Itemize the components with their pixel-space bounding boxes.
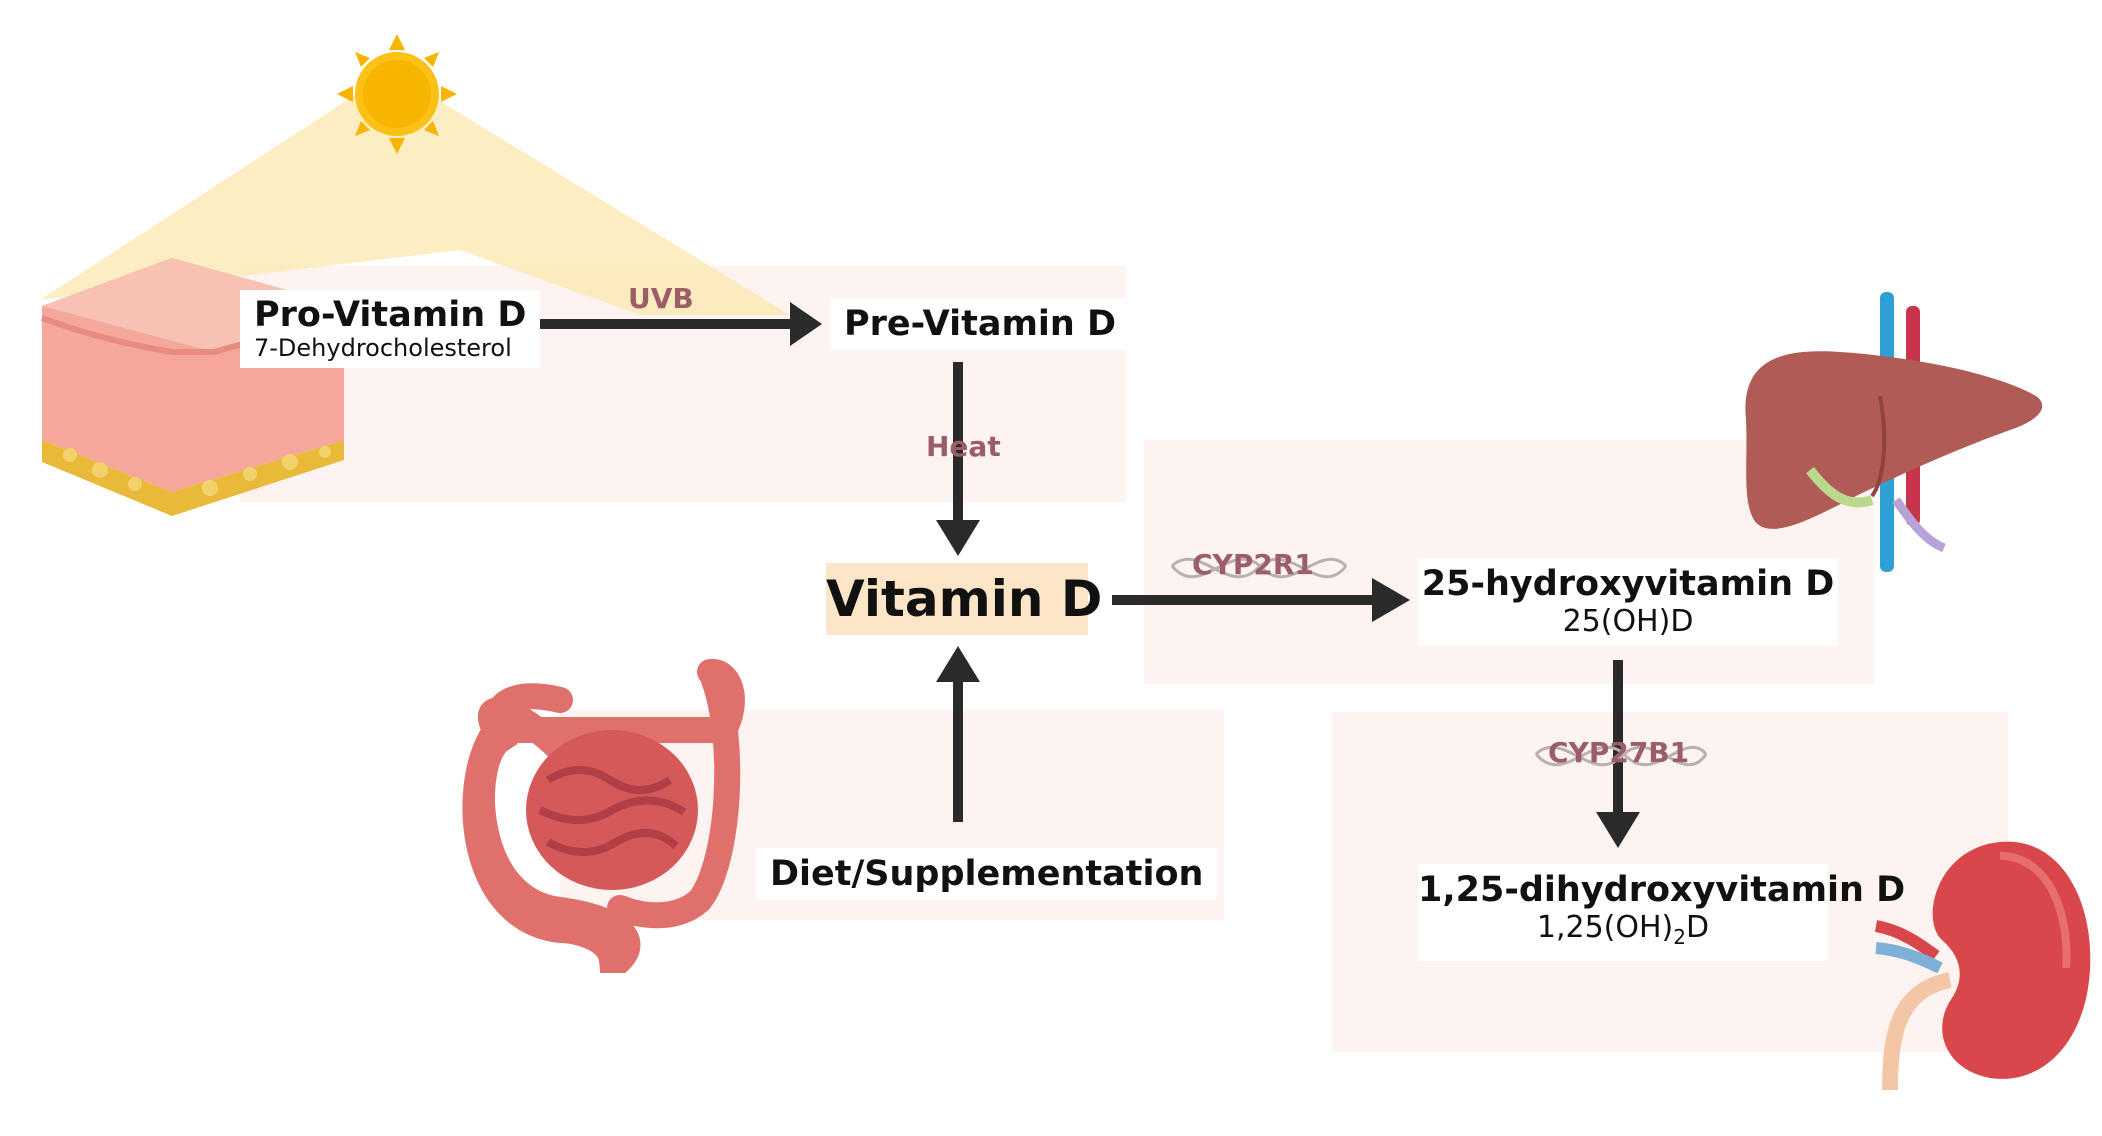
node-125oh-subtitle-subscript: 2 xyxy=(1673,925,1686,949)
node-25-hydroxyvitamin-d: 25-hydroxyvitamin D 25(OH)D xyxy=(1418,558,1838,646)
edge-label-cyp2r1: CYP2R1 xyxy=(1192,548,1314,581)
liver-icon xyxy=(1745,292,2043,572)
node-previtamin-title: Pre-Vitamin D xyxy=(844,304,1117,344)
edge-label-heat: Heat xyxy=(926,430,1001,463)
node-125oh-subtitle: 1,25(OH)2D xyxy=(1418,910,1828,955)
arrowhead-uvb xyxy=(790,302,822,346)
node-125oh-subtitle-suffix: D xyxy=(1686,910,1710,945)
node-125oh-subtitle-prefix: 1,25(OH) xyxy=(1536,910,1674,945)
node-125-dihydroxyvitamin-d: 1,25-dihydroxyvitamin D 1,25(OH)2D xyxy=(1418,864,1905,961)
dna-helix-icon xyxy=(1170,557,1348,579)
dna-helix-icon xyxy=(1534,745,1708,767)
arrowhead-diet xyxy=(936,646,980,682)
node-125oh-title: 1,25-dihydroxyvitamin D xyxy=(1418,870,1906,910)
arrowhead-heat xyxy=(936,520,980,556)
kidney-icon xyxy=(1874,841,2091,1091)
node-provitamin-title: Pro-Vitamin D xyxy=(254,295,527,335)
arrowhead-cyp27b1 xyxy=(1596,812,1640,848)
node-previtamin-d: Pre-Vitamin D xyxy=(830,298,1131,350)
edge-label-uvb: UVB xyxy=(628,282,694,315)
arrowhead-cyp2r1 xyxy=(1372,578,1410,622)
node-25oh-subtitle: 25(OH)D xyxy=(1562,604,1694,639)
sun-icon xyxy=(337,34,457,154)
node-provitamin-d: Pro-Vitamin D 7-Dehydrocholesterol xyxy=(240,290,541,368)
intestine-icon xyxy=(462,659,745,973)
node-diet-supplementation: Diet/Supplementation xyxy=(756,848,1218,900)
sunlight-beam xyxy=(40,95,790,315)
node-vitamin-d: Vitamin D xyxy=(826,563,1102,635)
node-provitamin-subtitle: 7-Dehydrocholesterol xyxy=(254,334,512,362)
node-diet-title: Diet/Supplementation xyxy=(770,854,1204,894)
node-vitamin-title: Vitamin D xyxy=(826,570,1103,628)
edge-label-cyp27b1: CYP27B1 xyxy=(1548,736,1690,769)
node-25oh-title: 25-hydroxyvitamin D xyxy=(1421,564,1835,604)
